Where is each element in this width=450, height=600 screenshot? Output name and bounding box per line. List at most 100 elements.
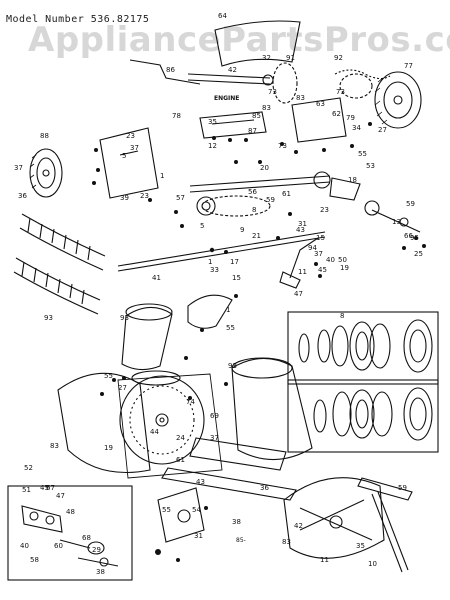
housing-plate [117, 373, 223, 479]
part-callout: 32 [262, 54, 271, 62]
fasteners [92, 122, 426, 562]
part-callout: 44 [150, 428, 159, 436]
detail-box-lower [287, 379, 439, 453]
part-callout: 33 [210, 266, 219, 274]
part-callout: 38 [232, 518, 241, 526]
part-callout: 43 [296, 226, 305, 234]
part-callout: 37 [210, 434, 219, 442]
part-callout: 27 [378, 126, 387, 134]
shave-plate [189, 437, 287, 471]
part-callout: 40 [20, 542, 29, 550]
watermark: AppliancePartsPros.com [28, 20, 450, 60]
part-callout: 50 [338, 256, 347, 264]
bearing-assembly [21, 505, 119, 567]
part-callout: 61 [176, 456, 185, 464]
part-callout: 87 [248, 127, 257, 135]
part-callout: 91 [286, 54, 295, 62]
part-callout: 5 [200, 222, 204, 230]
part-callout: 61 [282, 190, 291, 198]
part-callout: 29 [92, 546, 101, 554]
pulley-25 [364, 200, 380, 216]
chute-ring [131, 370, 181, 386]
part-callout: 11 [298, 268, 307, 276]
part-callout: 83 [282, 538, 291, 546]
discharge-chute [121, 306, 173, 371]
part-callout: 59 [266, 196, 275, 204]
part-callout: 92 [334, 54, 343, 62]
engine-shaft [187, 73, 271, 79]
pulley-set-upper [298, 319, 433, 373]
part-callout: 66 [404, 232, 413, 240]
part-callout: 51 [22, 486, 31, 494]
part-callout: 13 [392, 218, 401, 226]
part-callout: 37 [130, 144, 139, 152]
diagram-note: 85- [236, 537, 246, 544]
part-callout: 83 [262, 104, 271, 112]
part-callout: 86 [166, 66, 175, 74]
part-callout: 68 [82, 534, 91, 542]
part-callout: 8 [252, 206, 256, 214]
part-callout: 27 [118, 384, 127, 392]
part-callout: 85 [252, 112, 261, 120]
part-callout: 95 [410, 234, 419, 242]
part-callout: 5 [122, 152, 126, 160]
part-callout: 55 [162, 506, 171, 514]
part-callout: 19 [340, 264, 349, 272]
detail-box-left [7, 485, 133, 581]
part-callout: 1 [208, 258, 212, 266]
scraper-bar [161, 467, 297, 501]
part-callout: 73 [336, 88, 345, 96]
part-callout: 64 [218, 12, 227, 20]
part-callout: 74 [186, 398, 195, 406]
model-number: Model Number 536.82175 [6, 14, 150, 25]
engine-label: ENGINE [214, 95, 239, 102]
part-callout: 8 [340, 312, 344, 320]
part-callout: 20 [260, 164, 269, 172]
drive-belt [201, 195, 271, 217]
impeller-housing [231, 357, 313, 461]
part-callout: 24 [176, 434, 185, 442]
part-callout: 18 [348, 176, 357, 184]
part-callout: 93 [120, 314, 129, 322]
top-cover [214, 20, 301, 67]
shift-lever [289, 237, 319, 279]
part-callout: 11 [320, 556, 329, 564]
part-callout: 94 [308, 244, 317, 252]
right-wheel [374, 71, 422, 129]
part-callout: 23 [320, 206, 329, 214]
part-callout: 9 [240, 226, 244, 234]
axle-shaft [117, 231, 326, 267]
part-callout: 58 [30, 556, 39, 564]
part-callout: 12 [208, 142, 217, 150]
part-callout: 55 [226, 324, 235, 332]
part-callout: 39 [120, 194, 129, 202]
engine-mount-plate [199, 111, 267, 139]
part-callout: 1 [226, 306, 230, 314]
part-callout: 37 [314, 250, 323, 258]
part-callout: 45 [318, 266, 327, 274]
part-callout: 42 [294, 522, 303, 530]
part-callout: 57 [176, 194, 185, 202]
right-side-plate [291, 97, 347, 143]
drive-shaft [189, 175, 331, 187]
part-callout: 47 [294, 290, 303, 298]
part-callout: 73 [278, 142, 287, 150]
part-callout: 41 [152, 274, 161, 282]
skid-shoe [157, 487, 205, 543]
pulley-small [262, 74, 274, 86]
chain-links [334, 69, 391, 80]
part-callout: 19 [104, 444, 113, 452]
part-callout: 55 [358, 150, 367, 158]
left-side-plate [99, 127, 159, 199]
part-callout: 73 [268, 88, 277, 96]
left-wheel [29, 148, 63, 198]
part-callout: 48 [66, 508, 75, 516]
cutting-bar [357, 477, 413, 501]
linkage-rod [129, 59, 201, 85]
part-callout: 88 [40, 132, 49, 140]
part-callout: 60 [54, 542, 63, 550]
part-callout: 77 [404, 62, 413, 70]
bracket-right [329, 177, 361, 201]
part-callout: 93 [228, 362, 237, 370]
